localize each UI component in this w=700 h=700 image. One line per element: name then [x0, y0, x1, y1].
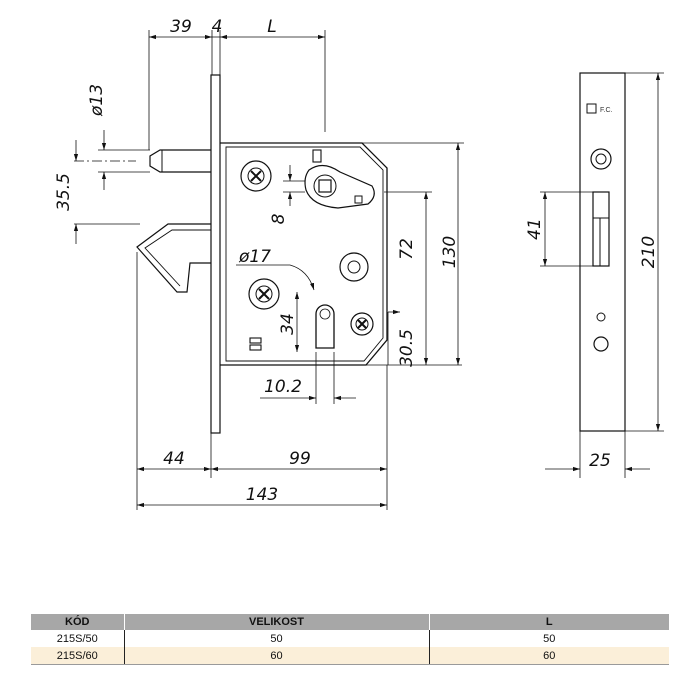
dimension-labels: 39 4 L ø13 35.5 8 ø17 34 72 130 30.5 10.… [54, 17, 659, 505]
table-header-row: KÓD VELIKOST L [31, 614, 669, 630]
cylinder-cutout [315, 304, 335, 349]
side-hole-bottom-icon [593, 336, 609, 352]
plate-mark: F.C. [600, 107, 613, 114]
header-size: VELIKOST [123, 614, 429, 630]
faceplate-front [210, 74, 221, 434]
header-code: KÓD [31, 614, 124, 630]
cam-follower [304, 164, 375, 209]
cell-l: 50 [428, 630, 669, 647]
dim-label: L [267, 17, 276, 37]
dim-label: 143 [246, 485, 278, 505]
dim-label: 25 [589, 451, 611, 471]
dim-label: 130 [440, 236, 460, 268]
hook-latch [136, 223, 211, 293]
table-row: 215S/60 60 60 [31, 647, 669, 665]
cell-size: 50 [123, 630, 429, 647]
dim-label: 210 [639, 236, 659, 268]
cell-code: 215S/60 [31, 647, 124, 665]
side-hole-top-icon [590, 148, 612, 170]
dim-label: 39 [170, 17, 192, 37]
screw-bottom-icon [248, 278, 280, 310]
cell-l: 60 [428, 647, 669, 665]
header-l: L [428, 614, 669, 630]
dim-label: 4 [212, 17, 223, 37]
dim-label: 35.5 [54, 173, 74, 211]
dim-label: ø13 [87, 84, 107, 117]
dim-label: 8 [269, 213, 289, 224]
screw-right-icon [350, 312, 374, 336]
dim-label: ø17 [238, 247, 271, 267]
round-hole-icon [339, 252, 369, 282]
dim-label: 41 [525, 218, 545, 240]
screw-top-icon [240, 160, 272, 192]
dim-label: 10.2 [264, 377, 302, 397]
lock-technical-drawing: F.C. [54, 17, 664, 510]
hook-slot [592, 191, 610, 267]
cell-code: 215S/50 [31, 630, 124, 647]
bolt-pin [149, 149, 211, 173]
dim-label: 99 [289, 449, 311, 469]
dim-label: 34 [278, 313, 298, 335]
size-table: KÓD VELIKOST L 215S/50 50 50 215S/60 60 … [31, 614, 669, 665]
dim-label: 72 [397, 238, 417, 260]
cell-size: 60 [123, 647, 429, 665]
dim-label: 30.5 [397, 329, 417, 367]
dimension-lines [73, 30, 664, 510]
dim-label: 44 [163, 449, 185, 469]
table-row: 215S/50 50 50 [31, 630, 669, 647]
faceplate-side-view: F.C. [579, 72, 626, 432]
